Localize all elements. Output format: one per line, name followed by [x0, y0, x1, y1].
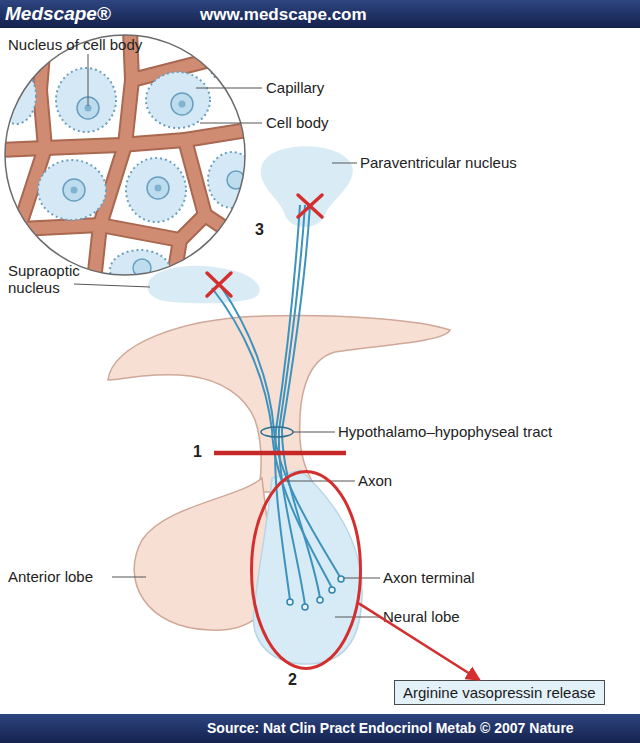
axon-terminal-dot — [329, 587, 335, 593]
footer-band: Source: Nat Clin Pract Endocrinol Metab … — [0, 714, 640, 743]
leader-line — [74, 284, 150, 287]
leader-line — [293, 432, 335, 433]
leader-line — [196, 88, 262, 89]
paraventricular-nucleus-shape — [261, 146, 353, 227]
cells — [0, 50, 256, 290]
axon-terminals — [287, 576, 344, 610]
release-arrow — [359, 603, 480, 680]
header-band: Medscape® www.medscape.com — [0, 0, 640, 28]
axon-fiber — [279, 205, 305, 605]
magnified-view — [0, 30, 260, 300]
axon-terminal-dot — [302, 604, 308, 610]
axon-bundle — [212, 205, 340, 605]
highlight-ellipse: 2 — [250, 470, 362, 670]
part-label: Nucleus of cell body — [8, 36, 142, 53]
leader-line — [335, 617, 380, 618]
lesion-cross — [207, 273, 231, 296]
part-label: Paraventricular nucleus — [360, 154, 517, 171]
callout-number: 3 — [255, 221, 264, 238]
box-text: Arginine vasopressin release — [403, 684, 596, 701]
part-label: Axon terminal — [383, 569, 475, 586]
callout-number: 1 — [193, 443, 202, 460]
cell-body — [0, 68, 36, 124]
capillary-vessel — [0, 215, 205, 240]
axon-fiber — [212, 288, 332, 588]
cell-nucleus — [171, 93, 193, 115]
callout-number: 2 — [288, 671, 297, 689]
release-box: Arginine vasopressin release — [394, 680, 605, 705]
leader-line — [88, 54, 89, 106]
lesion-cross — [298, 195, 322, 217]
cell-nucleus — [63, 179, 85, 201]
leader-line — [344, 578, 380, 579]
cell-nucleolus — [179, 101, 186, 108]
axon-fiber — [275, 205, 300, 600]
capillary-outline — [0, 30, 260, 300]
lesion-cross — [298, 195, 322, 217]
capillary-vessel — [15, 30, 45, 240]
tract-ring — [261, 427, 293, 437]
capillary-fill — [0, 30, 260, 300]
highlight-ring — [252, 472, 361, 669]
part-label: Supraoptic nucleus — [8, 262, 96, 296]
supraoptic-nucleus-shape — [148, 266, 260, 304]
cell-nucleolus — [155, 185, 162, 192]
cell-body — [38, 160, 106, 220]
capillary-vessel — [15, 30, 45, 240]
cell-body — [208, 152, 256, 208]
leader-lines — [74, 54, 380, 617]
lesion-cross — [207, 273, 231, 296]
axon-terminal-dot — [317, 597, 323, 603]
part-label: Capillary — [266, 79, 324, 96]
source-text: Source: Nat Clin Pract Endocrinol Metab … — [207, 720, 574, 736]
cell-nucleus — [147, 177, 169, 199]
part-label: Neural lobe — [383, 608, 460, 625]
leader-line — [112, 577, 146, 578]
part-label: Hypothalamo–hypophyseal tract — [338, 423, 552, 440]
axon-terminal-dot — [338, 576, 344, 582]
logo-text: Medscape® — [5, 3, 111, 25]
cell-nucleolus — [71, 187, 78, 194]
cell-body — [56, 68, 116, 132]
magnifier-border — [5, 35, 245, 275]
ellipse-outline — [250, 470, 362, 670]
axon-fiber — [222, 288, 340, 577]
lesion-bar — [214, 451, 346, 456]
leader-line — [200, 123, 262, 124]
part-label: Anterior lobe — [8, 568, 93, 585]
part-label: Axon — [358, 472, 392, 489]
part-label: Cell body — [266, 114, 329, 131]
leader-line — [332, 163, 357, 164]
lesion-marks — [207, 195, 322, 296]
cell-body — [146, 72, 210, 128]
leader-line — [283, 481, 355, 482]
cell-body — [126, 158, 186, 222]
axon-fiber — [282, 205, 320, 598]
axon-terminal-dot — [287, 599, 293, 605]
site-url: www.medscape.com — [200, 5, 367, 25]
